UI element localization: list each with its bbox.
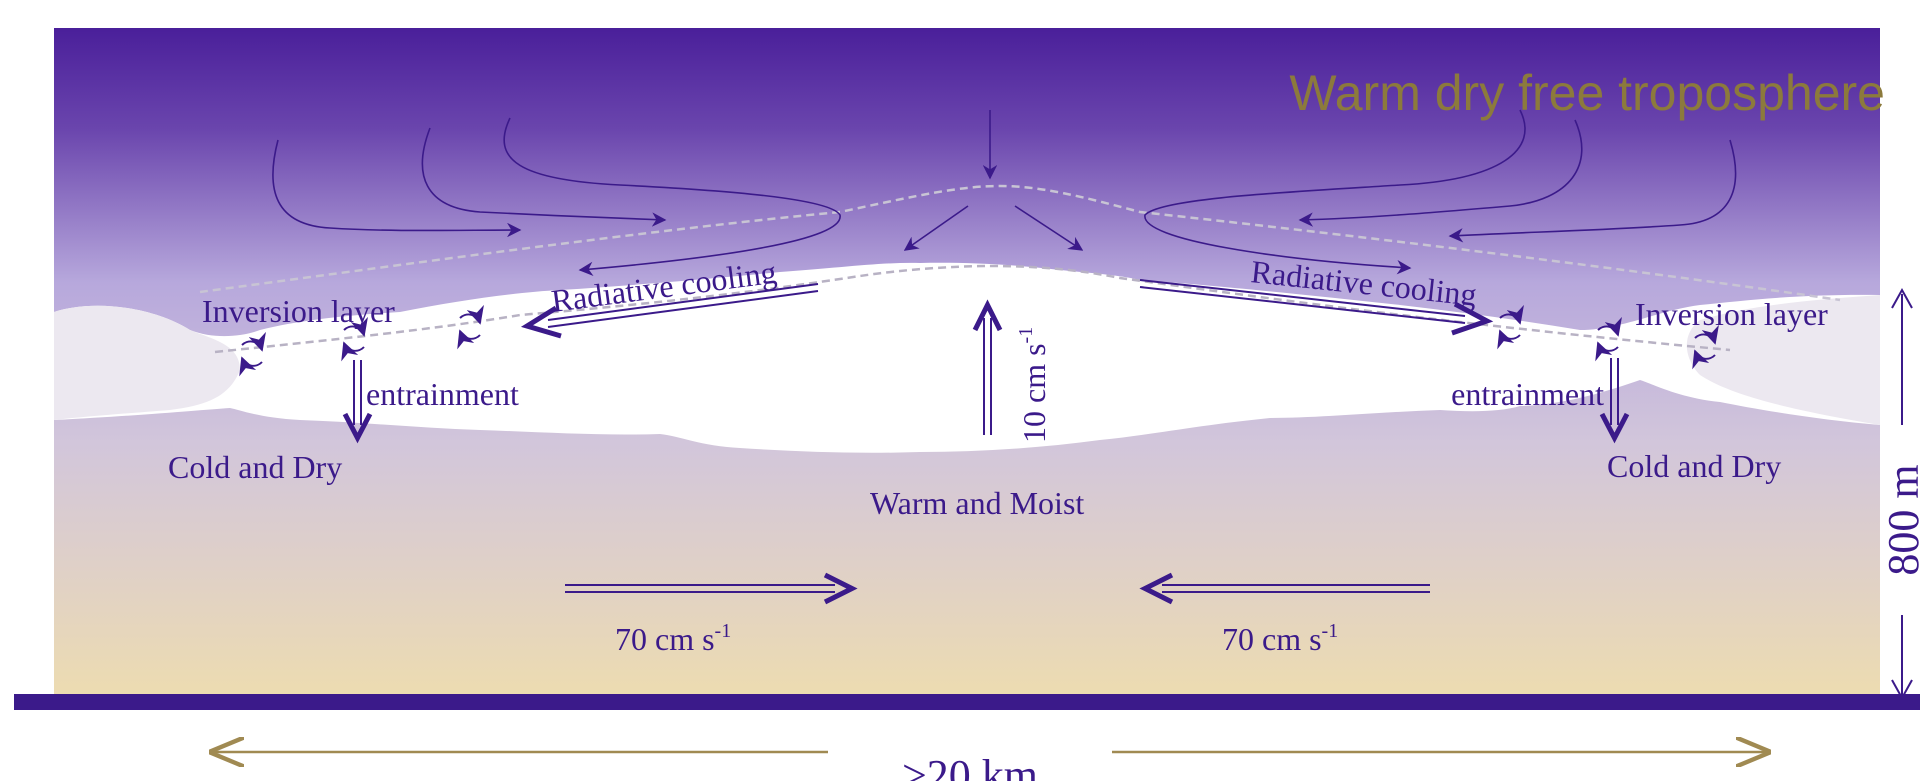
eddy-icon — [341, 316, 368, 362]
inflow-right-speed-label: 70 cm s-1 — [1222, 620, 1338, 657]
entrainment-left-arrow — [342, 360, 373, 444]
entrainment-left-label: entrainment — [366, 376, 519, 412]
cloud-shadow-right — [1686, 295, 1880, 425]
stratocumulus-cloud — [54, 262, 1880, 453]
ground-surface — [14, 694, 1920, 710]
diagram-title: Warm dry free troposphere — [1289, 65, 1885, 121]
inversion-layer-left-label: Inversion layer — [202, 293, 395, 329]
entrainment-right-arrow — [1599, 358, 1630, 444]
subsidence-arrow — [421, 127, 667, 227]
eddy-icon — [1595, 316, 1622, 362]
cold-dry-right-label: Cold and Dry — [1607, 448, 1781, 484]
updraft-arrow — [972, 299, 1003, 435]
eddy-icon — [1497, 304, 1524, 350]
inflow-right-arrow — [1139, 572, 1430, 605]
height-scale-label: 800 m — [1879, 464, 1920, 575]
inflow-left-speed-label: 70 cm s-1 — [615, 620, 731, 657]
subsidence-arrow — [272, 139, 522, 238]
subsidence-arrow — [503, 117, 841, 277]
subsidence-arrow — [1144, 109, 1526, 275]
eddy-icon — [457, 304, 484, 350]
radiative-cooling-left-arrow — [520, 283, 819, 339]
entrainment-right-label: entrainment — [1451, 376, 1604, 412]
updraft-speed-label: 10 cm s-1 — [1015, 327, 1052, 443]
width-scale-label: >20 km — [902, 751, 1038, 781]
height-scale-arrow-top — [1891, 287, 1913, 309]
inversion-top-line — [199, 184, 1841, 302]
radiative-cooling-right-arrow — [1139, 279, 1494, 336]
subsidence-arrow — [1298, 119, 1583, 227]
subsidence-arrow — [1448, 139, 1737, 243]
divergence-left-arrow — [903, 205, 969, 251]
height-scale-arrow-bottom — [1891, 679, 1913, 701]
eddy-icon — [239, 331, 266, 377]
warm-moist-label: Warm and Moist — [870, 485, 1084, 521]
cold-dry-left-label: Cold and Dry — [168, 449, 342, 485]
inversion-layer-right-label: Inversion layer — [1635, 296, 1828, 332]
inflow-left-arrow — [565, 572, 858, 605]
divergence-right-arrow — [1014, 205, 1084, 251]
cloud-shadow-left — [54, 305, 240, 420]
eddy-icon — [1692, 324, 1719, 370]
